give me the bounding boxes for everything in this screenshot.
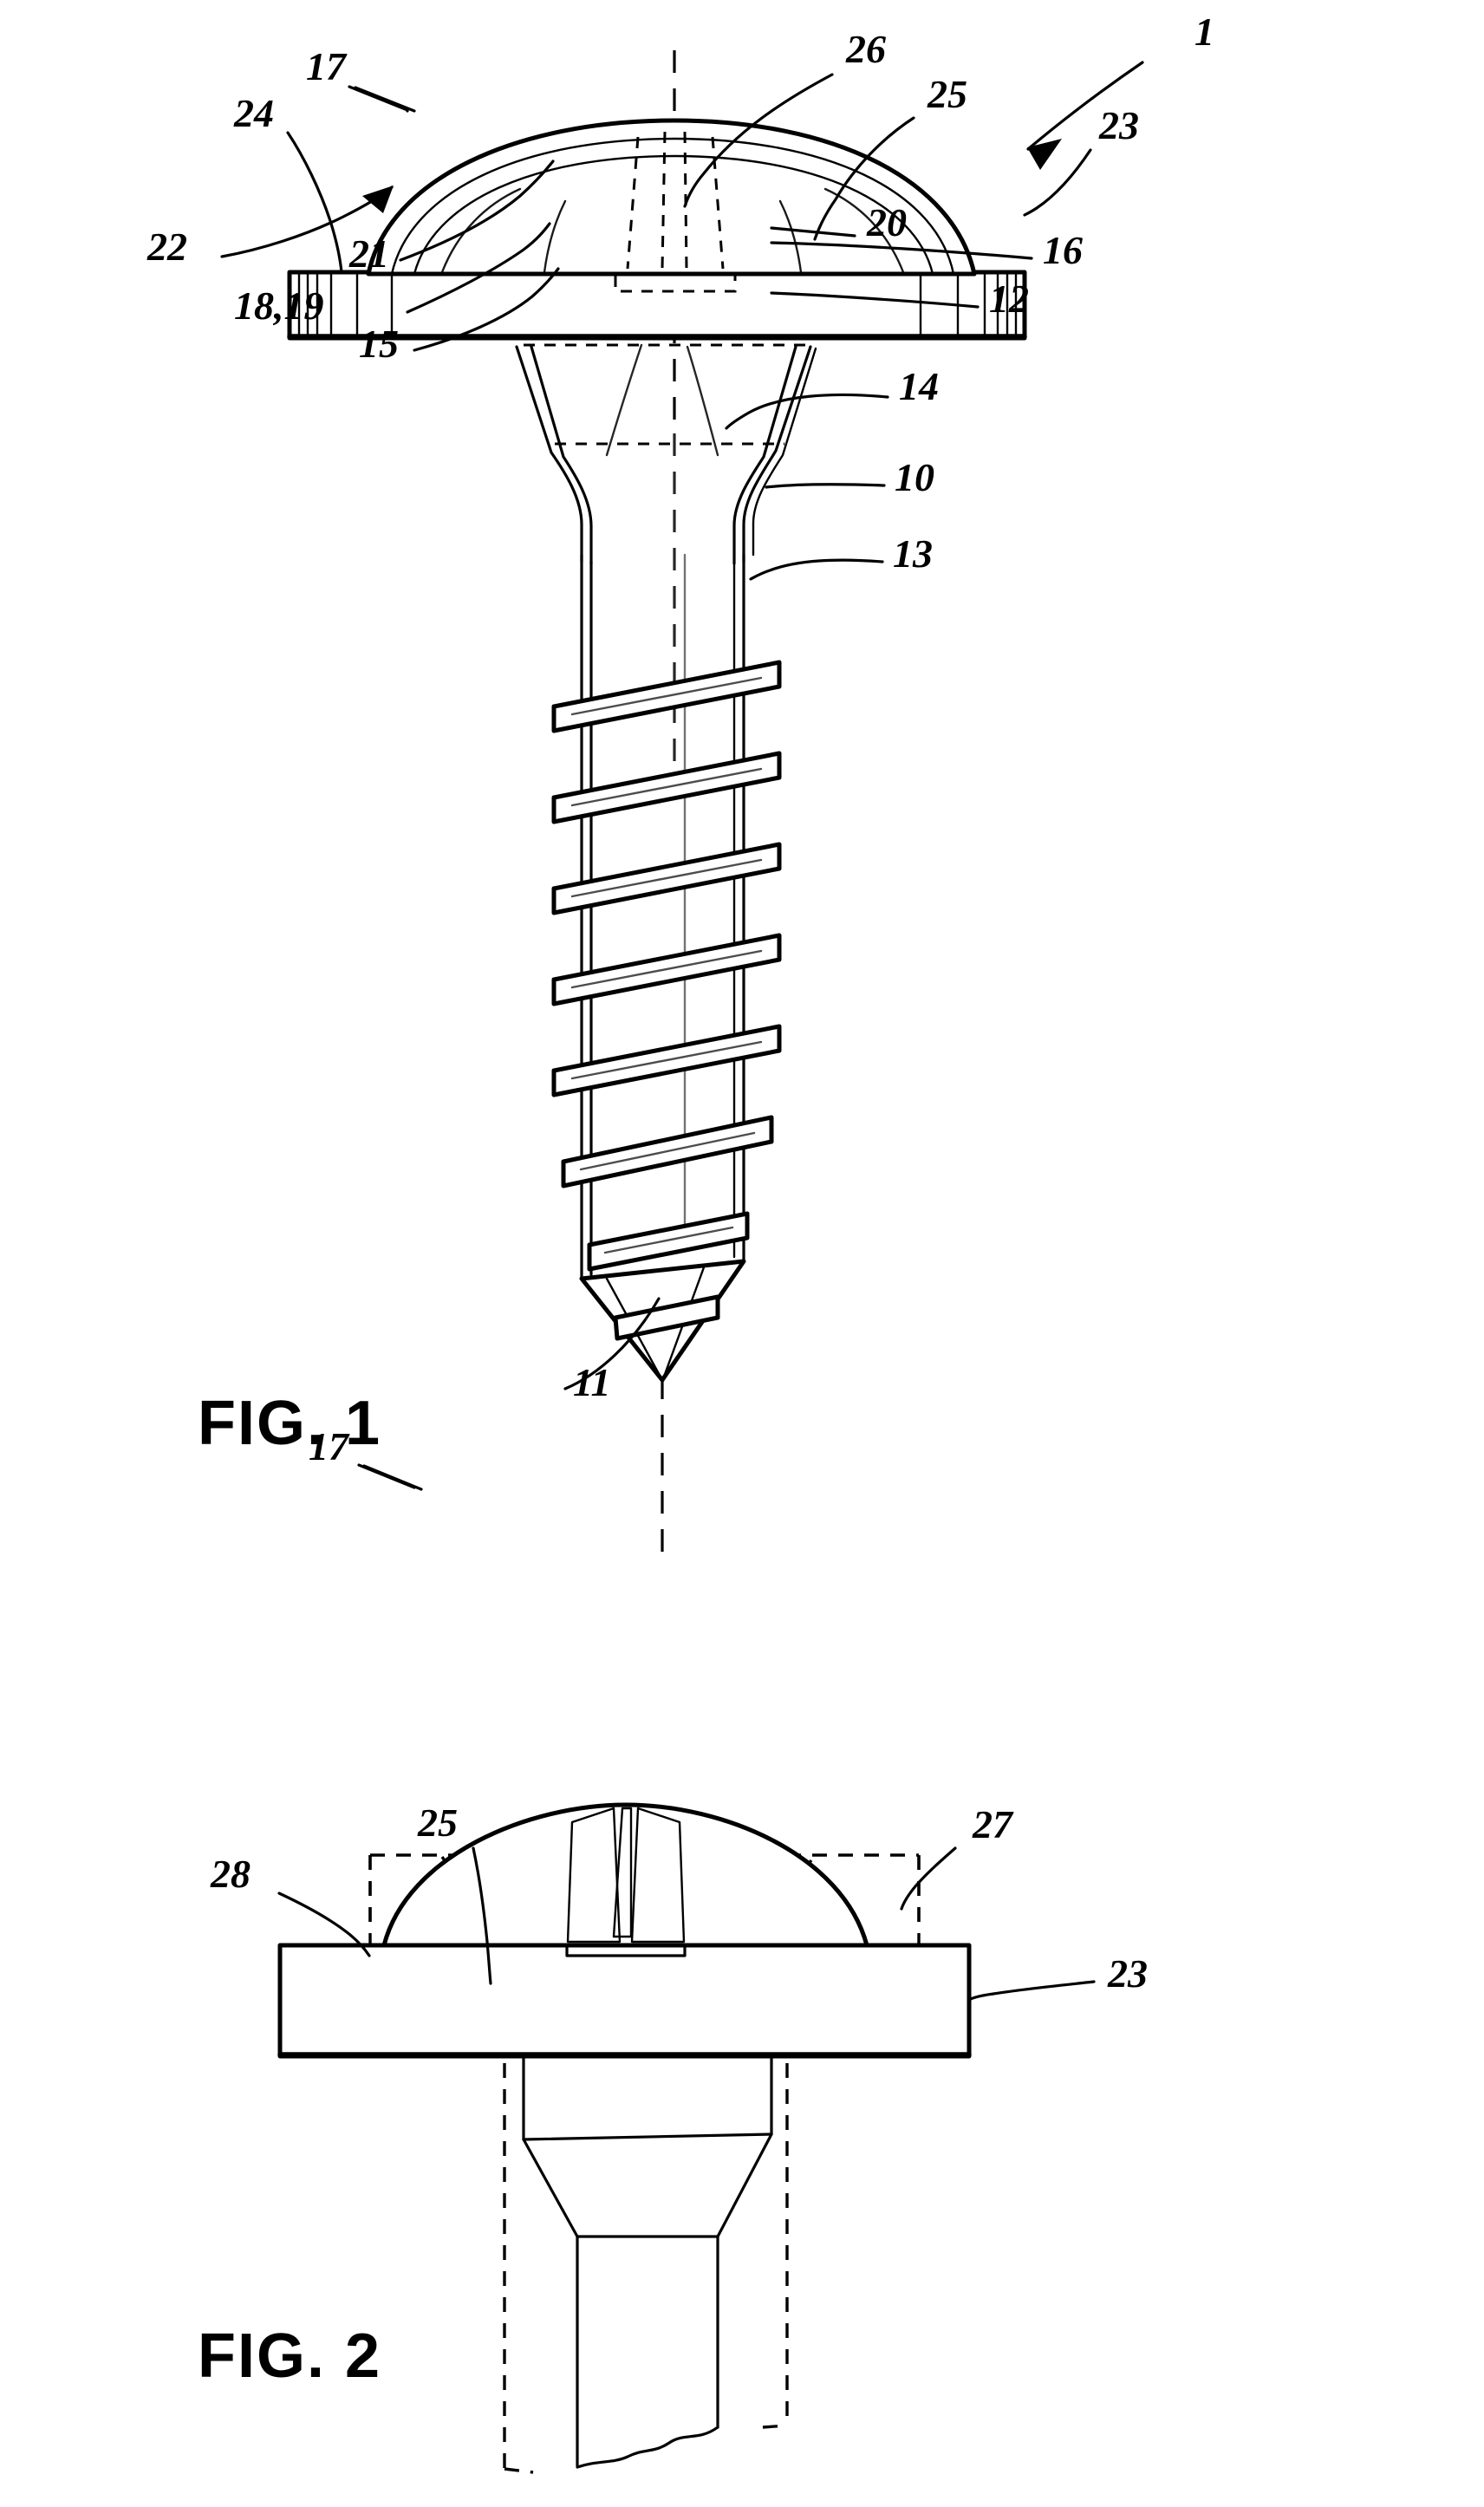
leader-line-11 (563, 1297, 661, 1390)
leader-line-17-top-c (354, 86, 416, 113)
leader-line-17-top (348, 85, 409, 112)
thread-turn-8 (613, 1294, 720, 1341)
leader-line-10 (765, 483, 886, 489)
neck-right-inner (732, 345, 797, 565)
figure-2: 25 27 28 23 FIG. 2 (198, 1800, 1148, 2474)
neck-left-inner (530, 345, 593, 565)
fig2-flange (277, 1943, 972, 2059)
ref-numeral-22: 22 (146, 225, 187, 269)
leader-line-17-bottom-b (362, 1464, 423, 1491)
thread-turn-7 (587, 1211, 750, 1272)
neck-left-outer (515, 345, 583, 563)
dome-shading-left (440, 187, 522, 274)
thread-turn-3-highlight (570, 858, 763, 898)
phantom-shank-right-tick (762, 2424, 788, 2429)
dome-shading-right2 (778, 199, 803, 274)
fig2-ref-numeral-27: 27 (972, 1802, 1014, 1846)
thread-helix (551, 660, 782, 1341)
ref-numeral-16: 16 (1043, 228, 1083, 272)
thread-turn-1-highlight (570, 676, 763, 716)
screw-neck (515, 343, 817, 565)
hidden-socket-right (711, 136, 725, 270)
fig2-leader-line-27 (900, 1846, 957, 1911)
ref-numeral-10: 10 (895, 455, 934, 499)
leader-arrowhead-22 (362, 186, 394, 213)
leader-line-25-top (813, 116, 915, 241)
fig2-recess-center (612, 1807, 633, 1938)
ref-numeral-12: 12 (989, 277, 1029, 321)
fig2-leader-line-28 (277, 1892, 371, 1957)
leader-line-14 (725, 393, 889, 430)
thread-turn-4-highlight (570, 949, 763, 989)
fig2-flange-body (277, 1943, 972, 2059)
thread-turn-6-highlight (579, 1131, 756, 1171)
fig2-shank-step (522, 2133, 773, 2141)
dome-shading-right (823, 187, 905, 274)
fig2-shank (522, 2054, 773, 2469)
leader-line-20 (770, 226, 856, 238)
fig2-leader-line-23 (969, 1980, 1096, 2001)
ref-numeral-14: 14 (899, 364, 939, 408)
leader-line-26 (683, 73, 834, 208)
fig2-dome-outer (381, 1802, 869, 1948)
hidden-socket-floor (614, 274, 737, 293)
leader-line-16 (770, 241, 1033, 260)
fig2-ref-numeral-28: 28 (210, 1852, 251, 1896)
fig2-shank-break-line (576, 2426, 719, 2469)
leader-line-13 (749, 558, 884, 581)
leader-line-24 (286, 131, 343, 274)
figure-1-caption: FIG. 1 (198, 1389, 381, 1458)
fig2-ref-numeral-23: 23 (1107, 1951, 1148, 1996)
ref-numeral-18-19: 18,19 (234, 283, 324, 328)
hidden-socket-left (626, 136, 640, 270)
fig2-shank-taper-left (522, 2138, 579, 2238)
thread-turn-7-highlight (603, 1226, 734, 1254)
dome-contour-2 (390, 137, 955, 276)
flange-body (287, 270, 1027, 341)
neck-shading-left (605, 343, 643, 457)
neck-shading-right (686, 345, 719, 457)
fig2-ref-numeral-25: 25 (417, 1800, 458, 1845)
fig2-dome-head (381, 1802, 869, 1957)
ref-numeral-23-top: 23 (1098, 103, 1139, 147)
neck-right-inner-2 (752, 347, 817, 557)
fig2-recess-right (630, 1807, 686, 1944)
ref-numeral-21: 21 (348, 231, 389, 276)
ref-numeral-17-bottom: 17 (309, 1424, 350, 1468)
leader-line-1 (1026, 61, 1144, 151)
screw-flange (287, 270, 1027, 341)
fig2-shank-taper-right (716, 2133, 773, 2238)
leader-arrowhead-1 (1027, 139, 1062, 170)
ref-numeral-1: 1 (1194, 10, 1214, 54)
ref-numeral-17-top: 17 (306, 44, 348, 88)
thread-turn-2-highlight (570, 767, 763, 807)
leader-line-21 (399, 160, 555, 262)
ref-numeral-24: 24 (233, 91, 274, 135)
ref-numeral-15: 15 (359, 322, 399, 366)
leader-line-23-top (1023, 148, 1092, 217)
ref-numeral-20: 20 (866, 200, 907, 244)
fig2-recess-base (565, 1944, 687, 1957)
ref-numeral-13: 13 (893, 531, 933, 576)
leader-line-12 (770, 291, 980, 309)
figure-1: 1 17 26 25 24 23 20 22 21 16 18,19 (146, 10, 1214, 1552)
ref-numeral-25-top: 25 (927, 72, 967, 116)
phantom-shank-bottom-tick (504, 2467, 534, 2474)
ref-numeral-26: 26 (845, 27, 886, 71)
dome-contour-3 (413, 154, 934, 276)
dome-shading-left2 (543, 199, 567, 274)
leader-line-18-19 (406, 222, 551, 314)
hidden-socket-mid-left (661, 131, 667, 270)
thread-turn-5-highlight (570, 1040, 763, 1080)
figure-2-caption: FIG. 2 (198, 2321, 381, 2391)
ref-numeral-11: 11 (573, 1360, 610, 1404)
fig2-leader-line-25 (472, 1846, 492, 1985)
fig2-recess-left (566, 1807, 622, 1944)
screw-dome-head (366, 118, 977, 293)
neck-right-outer (742, 345, 812, 563)
leader-line-15 (413, 267, 560, 352)
